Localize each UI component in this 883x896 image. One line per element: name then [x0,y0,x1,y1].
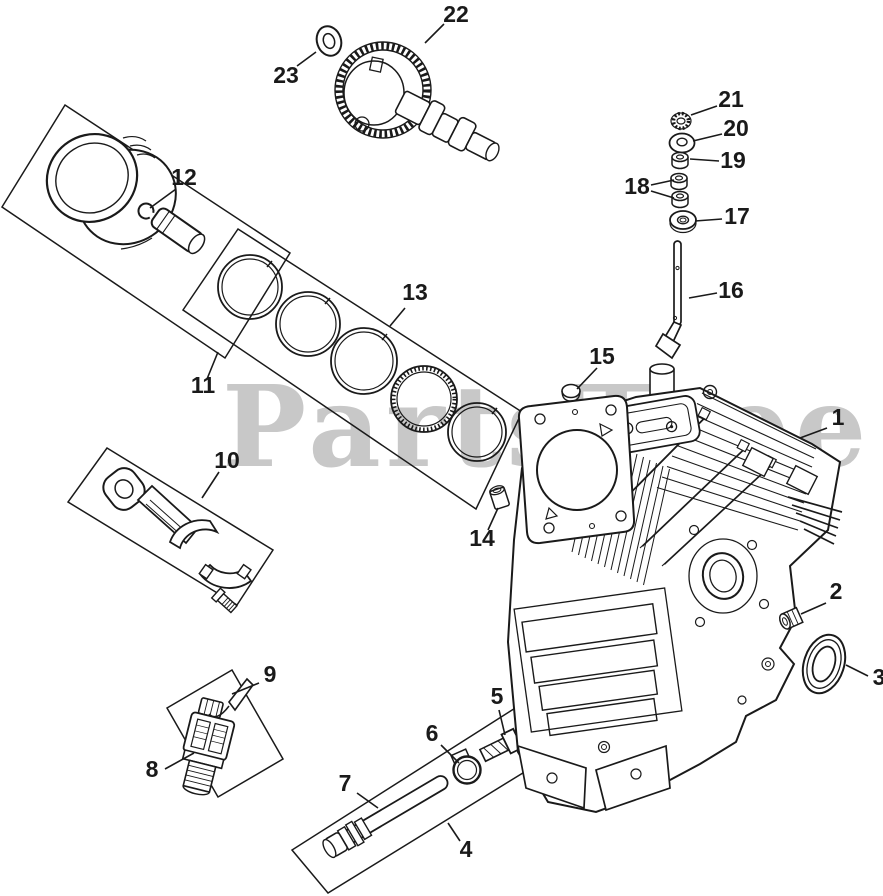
wrist-pin-drawing [150,207,206,255]
callout-20: 20 [723,115,749,141]
callout-15: 15 [589,343,615,369]
leader-line-15 [576,367,598,390]
callout-14: 14 [469,525,495,551]
rod-bolt [210,587,238,614]
drain-plug-drawing [778,606,804,630]
oil-seal-drawing [801,633,847,695]
leader-line-13 [389,307,406,327]
callout-10: 10 [214,447,240,473]
callout-17: 17 [724,203,750,229]
fin-block-1 [741,446,775,478]
leader-line-17 [694,218,723,222]
callout-6: 6 [426,720,439,746]
callout-1: 1 [832,404,845,430]
callout-12: 12 [171,164,197,190]
callout-23: 23 [273,62,299,88]
ring-1 [217,254,283,320]
callout-21: 21 [718,86,744,112]
dowel-pin-drawing [489,485,510,510]
callout-9: 9 [264,661,277,687]
leader-line-7 [356,792,379,809]
leader-line-22 [424,23,445,44]
mounting-feet [516,740,671,812]
leader-line-4 [447,822,461,842]
ring-2 [275,291,341,357]
ring-5 [447,402,507,462]
callout-8: 8 [146,756,159,782]
callout-4: 4 [460,836,473,862]
oil-sentry-drawing [181,697,236,796]
oil-sentry-group-border [165,668,285,799]
leader-line-23 [296,51,317,67]
hose-clamp-drawing [450,748,482,785]
leader-line-12 [149,188,177,209]
piston-drawing [45,132,177,250]
leader-line-11 [206,351,219,380]
leader-line-10 [201,471,220,499]
star-washer-21 [670,111,692,131]
callout-22: 22 [443,1,469,27]
piston-group-border [0,103,292,360]
callout-19: 19 [720,147,746,173]
leader-line-3 [845,664,869,677]
leader-line-21 [690,105,718,116]
piston-rings-drawing [217,254,507,462]
cam-washer-drawing [315,25,343,57]
callout-5: 5 [491,683,504,709]
bushing-18a [670,172,688,191]
bushing-18b [671,190,689,209]
callout-7: 7 [339,770,352,796]
cylinder-gasket-drawing [517,394,636,545]
callout-3: 3 [873,664,883,690]
crank-bore [688,524,775,705]
head-fin-comb [656,392,817,531]
sump-ribs [513,587,683,737]
leader-line-14 [487,507,499,531]
callout-18: 18 [624,173,650,199]
fin-block-2 [785,464,819,496]
leader-line-2 [800,602,827,615]
leader-line-1 [799,427,828,439]
leader-line-18 [650,179,675,186]
pin-retaining-ring-drawing [137,202,155,220]
ring-4-oil-ring [390,365,458,433]
callout-16: 16 [718,277,744,303]
cup-plug-drawing [561,383,581,402]
leader-line-19 [689,158,720,162]
washer-stack-drawing [668,111,697,234]
connecting-rod-drawing [102,467,253,614]
leader-line-8 [164,752,195,770]
callout-13: 13 [402,279,428,305]
camshaft-drawing [334,41,500,162]
callout-11: 11 [191,372,216,398]
leader-line-16 [688,292,718,299]
oil-hose-drawing [322,775,449,859]
stud-pins [787,496,843,545]
dipstick-tube-drawing [654,240,683,360]
ring-3 [330,327,398,395]
bushing-19 [671,151,689,170]
rings-group-border [181,227,523,511]
leader-line-5 [498,709,506,736]
callout-2: 2 [830,578,843,604]
leader-line-20 [692,133,723,142]
flat-washer-17 [669,210,697,234]
leader-line-18 [650,190,675,199]
leader-lines [149,23,869,842]
leader-line-6 [440,744,460,764]
leader-line-9 [231,682,260,695]
flat-washer-20 [668,132,696,154]
